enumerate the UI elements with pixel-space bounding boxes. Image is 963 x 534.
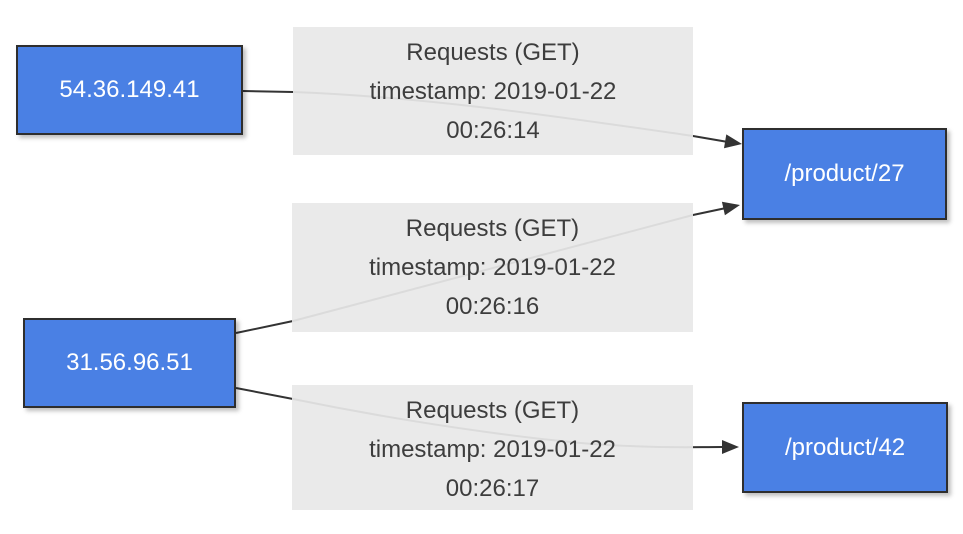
edge-label-timestamp-date: timestamp: 2019-01-22 (369, 254, 616, 281)
edge-label-timestamp-date: timestamp: 2019-01-22 (369, 436, 616, 463)
node-url-product-27[interactable]: /product/27 (742, 128, 947, 220)
edge-label-request-2: Requests (GET) timestamp: 2019-01-22 00:… (292, 203, 693, 332)
edge-label-request-3: Requests (GET) timestamp: 2019-01-22 00:… (292, 385, 693, 510)
edge-label-timestamp-time: 00:26:14 (446, 117, 540, 144)
node-label: /product/27 (784, 160, 905, 187)
edge-label-title: Requests (GET) (405, 215, 580, 242)
edge-label-request-1: Requests (GET) timestamp: 2019-01-22 00:… (293, 27, 693, 155)
edge-label-title: Requests (GET) (405, 397, 580, 424)
edge-label-title: Requests (GET) (406, 39, 580, 66)
node-ip-54-36-149-41[interactable]: 54.36.149.41 (16, 45, 243, 135)
node-label: 31.56.96.51 (66, 349, 193, 376)
edge-label-timestamp-date: timestamp: 2019-01-22 (369, 78, 617, 105)
edge-label-timestamp-time: 00:26:17 (445, 475, 540, 502)
edge-label-timestamp-time: 00:26:16 (445, 293, 540, 320)
arrowhead-icon-3 (722, 440, 739, 454)
node-label: 54.36.149.41 (59, 76, 200, 103)
arrowhead-icon-1 (724, 134, 742, 149)
node-url-product-42[interactable]: /product/42 (742, 402, 948, 493)
node-ip-31-56-96-51[interactable]: 31.56.96.51 (23, 318, 236, 408)
node-label: /product/42 (784, 433, 906, 461)
arrowhead-icon-2 (721, 201, 740, 216)
